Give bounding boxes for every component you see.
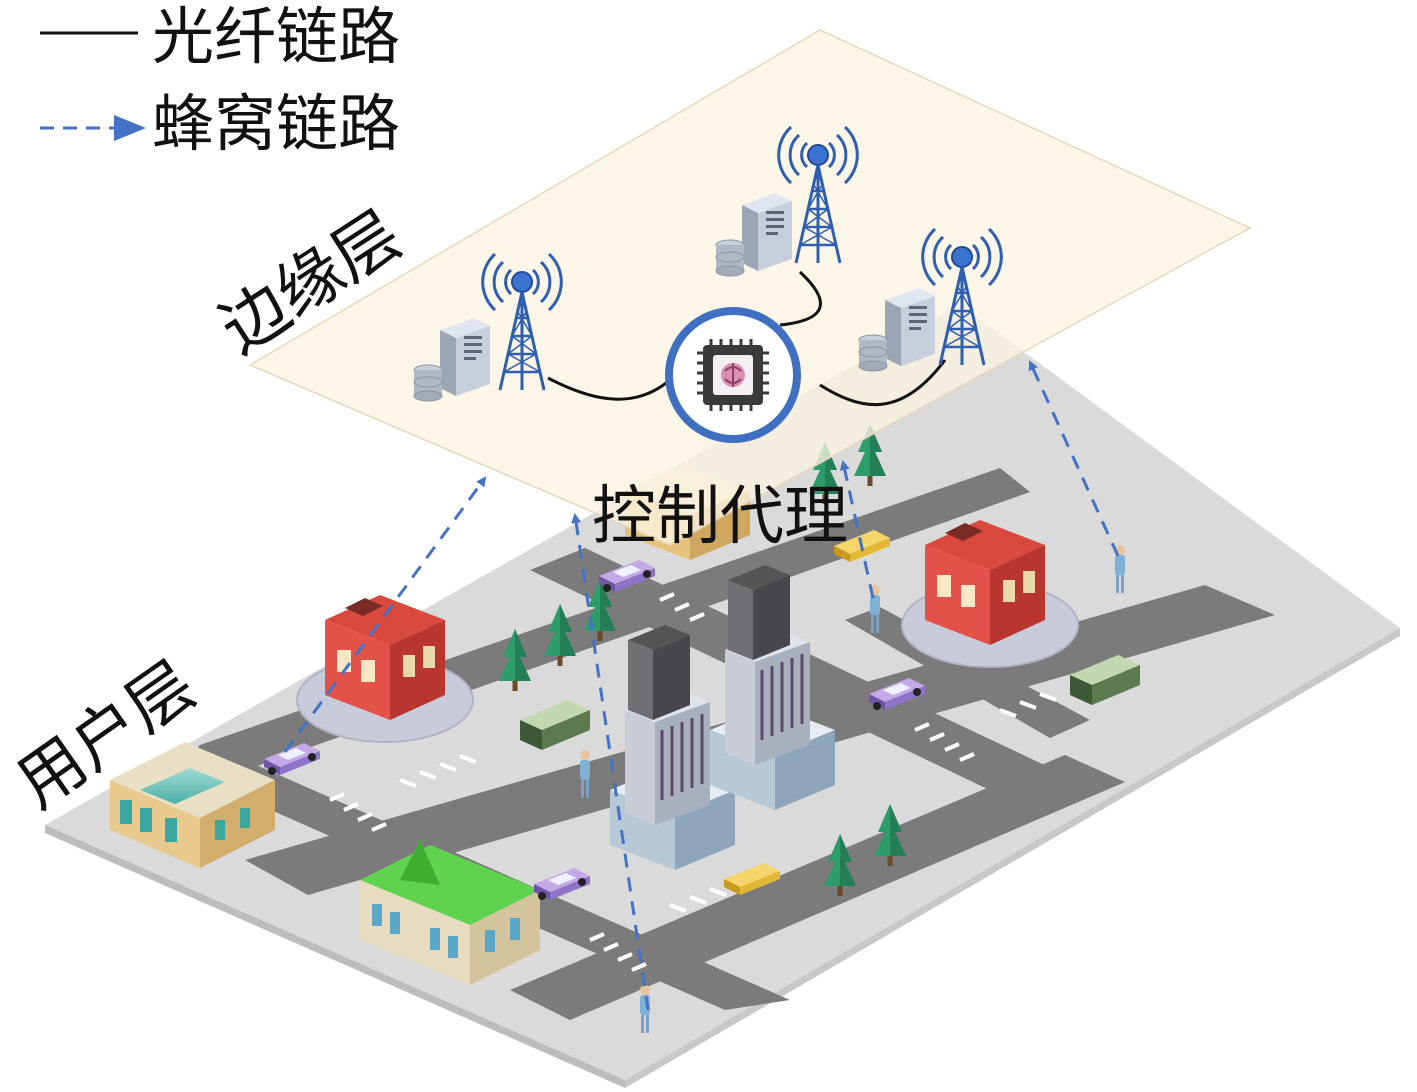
cellular-link (1028, 360, 1120, 557)
glass-building (110, 742, 275, 868)
crosswalks (329, 592, 1057, 972)
legend-cellular-label: 蜂窝链路 (152, 87, 400, 160)
shop-building-left (325, 595, 445, 720)
controller-label: 控制代理 (592, 480, 848, 554)
legend-fiber-label: 光纤链路 (152, 0, 400, 73)
cellular-link (283, 476, 487, 753)
skyscraper-back (710, 565, 835, 810)
edge-layer (248, 29, 1252, 546)
cellular-links (283, 360, 1120, 1011)
controller-agent (665, 307, 801, 443)
brain-chip-icon (697, 339, 769, 411)
green-building (360, 840, 540, 985)
edge-layer-plane (248, 29, 1252, 546)
cellular-link (571, 513, 650, 1011)
legend: 光纤链路 蜂窝链路 (40, 0, 400, 160)
skyscraper-front (610, 625, 735, 870)
shop-building-right (925, 520, 1045, 645)
user-layer (45, 305, 1400, 1088)
legend-cellular-arrowhead (114, 115, 146, 141)
